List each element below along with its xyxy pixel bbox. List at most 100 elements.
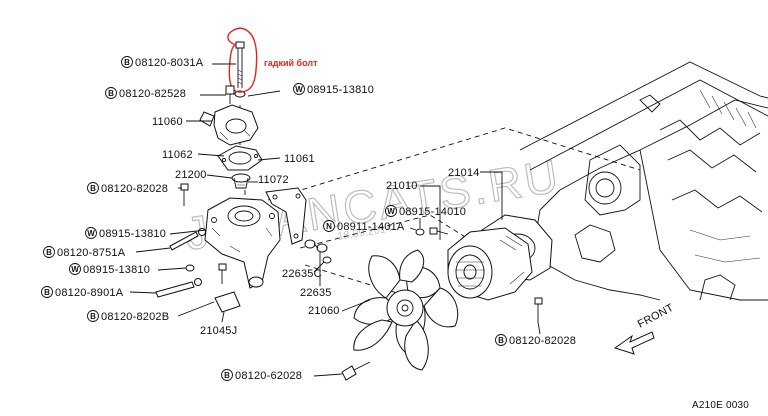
part-prefix-badge: B [495, 334, 507, 346]
part-prefix-badge: W [385, 205, 397, 217]
part-number: 11060 [152, 116, 183, 128]
engine-block-drawing [519, 61, 768, 301]
part-callout-p08: 11072 [248, 174, 289, 186]
svg-text:B: B [498, 336, 504, 345]
part-prefix-badge: W [69, 263, 81, 275]
part-callout-p02: B 08120-82528 [105, 87, 226, 100]
svg-text:B: B [108, 89, 114, 98]
svg-text:B: B [44, 288, 50, 297]
svg-text:B: B [124, 58, 130, 67]
part-number: 08120-82028 [509, 335, 576, 347]
part-number: 08120-62028 [235, 370, 302, 382]
thermostat-housing-drawing [199, 85, 259, 146]
part-number: 08915-13810 [99, 228, 166, 240]
part-number: 08915-13810 [83, 264, 150, 276]
leader-line [420, 185, 441, 240]
part-callout-p06: 11061 [257, 153, 315, 165]
leader-line [197, 153, 225, 157]
part-number: 21014 [448, 167, 480, 179]
part-number: 08120-8031A [135, 57, 204, 69]
fan-bolt-drawing [341, 361, 371, 381]
part-prefix-badge: B [87, 310, 99, 322]
svg-text:N: N [326, 222, 332, 231]
part-callout-p21: B 08120-8202B [87, 301, 215, 323]
water-outlet-drawing [204, 197, 281, 289]
leader-line [206, 174, 233, 179]
leader-line [177, 301, 215, 317]
part-callout-p23: B 08120-82028 [495, 321, 576, 347]
long-bolt-drawing [234, 41, 246, 98]
part-prefix-badge: B [41, 286, 53, 298]
leader-line [341, 299, 371, 312]
part-callout-p13: W 08915-13810 [85, 227, 207, 240]
leader-line [129, 291, 157, 294]
part-callout-p18: B 08120-8901A [41, 286, 157, 299]
water-pump-drawing [447, 227, 533, 301]
part-number: 08915-14010 [399, 206, 466, 218]
part-number: 21060 [308, 305, 340, 317]
part-prefix-badge: B [87, 182, 99, 194]
svg-text:W: W [87, 229, 95, 238]
part-callout-p16: W 08915-13810 [69, 263, 187, 276]
bolts-left-drawing [155, 183, 241, 313]
leader-line [313, 373, 343, 377]
part-number: 08120-82028 [101, 183, 168, 195]
part-prefix-badge: N [323, 220, 335, 232]
part-number: 08120-82528 [119, 88, 186, 100]
part-callout-p24: B 08120-62028 [221, 369, 343, 382]
annotation-marker [227, 27, 258, 93]
part-number: 08915-13810 [307, 84, 374, 96]
part-callout-p05: 11062 [162, 149, 225, 161]
part-number: 08120-8901A [55, 287, 124, 299]
part-prefix-badge: W [85, 227, 97, 239]
svg-text:W: W [295, 85, 303, 94]
part-callout-p09: B 08120-82028 [87, 182, 182, 195]
leader-line [169, 229, 207, 235]
leader-line [257, 157, 281, 161]
part-callout-p01: B 08120-8031A [121, 56, 236, 69]
svg-text:B: B [90, 312, 96, 321]
svg-text:W: W [71, 265, 79, 274]
part-number: 11072 [258, 174, 289, 186]
part-callout-p17: 22635C [282, 261, 325, 280]
part-callout-p04: 11060 [152, 116, 212, 128]
thermostat-drawing [231, 173, 251, 189]
part-callout-p10: 21010 [386, 180, 441, 240]
leader-line [221, 311, 225, 323]
part-callout-p12: W 08915-14010 [385, 205, 466, 228]
part-prefix-badge: W [293, 83, 305, 95]
part-number: 08911-1401A [337, 221, 405, 233]
front-arrow [613, 331, 655, 355]
part-number: 22635C [282, 268, 322, 280]
part-number: 08120-8202B [101, 311, 169, 323]
svg-text:B: B [224, 371, 230, 380]
part-number: 22635 [300, 287, 332, 299]
svg-text:W: W [387, 207, 395, 216]
part-number: 11062 [162, 149, 193, 161]
leader-line [157, 267, 187, 271]
part-number: 21045J [200, 325, 237, 337]
part-number: 08120-8751A [57, 247, 126, 259]
part-prefix-badge: B [105, 87, 117, 99]
part-callout-p11: 21014 [448, 167, 503, 220]
figure-code: A210E 0030 [692, 400, 749, 411]
part-prefix-badge: B [43, 246, 55, 258]
leader-line [537, 321, 541, 335]
leader-line [409, 227, 417, 231]
part-callout-p07: 21200 [175, 169, 233, 181]
cooling-fan-drawing [353, 249, 459, 371]
svg-text:B: B [90, 184, 96, 193]
part-callout-p14: N 08911-1401A [323, 220, 417, 233]
part-number: 21200 [175, 169, 207, 181]
leader-line [247, 90, 281, 97]
part-callout-p20: 21060 [308, 299, 371, 317]
part-number: 11061 [284, 153, 315, 165]
front-label: FRONT [636, 302, 676, 331]
leader-line [135, 247, 171, 253]
bracket-drawing [265, 187, 307, 245]
gasket-drawing [217, 145, 263, 171]
pump-bolts-drawing [415, 227, 543, 322]
